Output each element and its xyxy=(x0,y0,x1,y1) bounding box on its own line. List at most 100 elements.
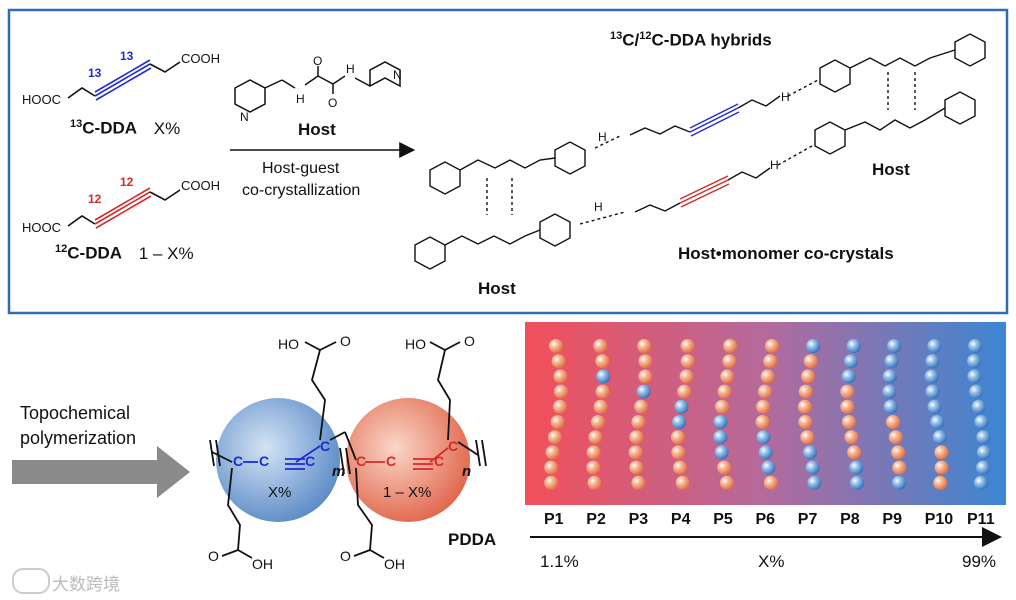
triple-bond-12c xyxy=(94,191,151,225)
sphere-12c xyxy=(553,369,568,384)
sphere-12c xyxy=(547,430,562,445)
column-label: P7 xyxy=(797,511,818,528)
monomer-13c-structure xyxy=(67,59,181,101)
sphere-13c xyxy=(967,369,982,384)
sphere-12c xyxy=(800,430,815,445)
sphere-12c xyxy=(680,339,695,353)
atom-n-host-1: N xyxy=(240,110,249,124)
isotope-mark-13-2: 13 xyxy=(120,49,134,63)
sphere-12c xyxy=(763,475,778,490)
watermark: 大数跨境 xyxy=(52,575,120,594)
cocrystal-structure xyxy=(414,33,986,270)
sphere-12c xyxy=(841,415,856,429)
sphere-12c xyxy=(840,384,855,399)
arrow-text-line2: co-crystallization xyxy=(242,182,361,199)
sphere-12c xyxy=(628,445,643,460)
chain-atom-4: C xyxy=(320,438,331,454)
sphere-13c xyxy=(807,475,822,490)
column-label: P3 xyxy=(628,511,649,528)
sphere-12c xyxy=(544,475,559,490)
sphere-12c xyxy=(634,399,649,414)
sphere-13c xyxy=(883,399,898,414)
sphere-13c xyxy=(713,415,728,429)
fraction-12c: 1 – X% xyxy=(138,243,194,263)
sphere-13c xyxy=(973,475,988,490)
sphere-13c xyxy=(805,460,820,475)
sphere-12c xyxy=(892,460,907,475)
sphere-13c xyxy=(674,399,689,414)
atom-o-host-1: O xyxy=(313,54,323,68)
atom-o-host-2: O xyxy=(328,96,338,110)
chain-atom-6: C xyxy=(386,453,397,469)
sphere-13c xyxy=(882,369,897,384)
sphere-13c xyxy=(887,339,902,353)
sphere-13c xyxy=(974,415,989,429)
acid-bottom-left: OH xyxy=(252,556,273,572)
axis-start-label: 1.1% xyxy=(540,552,579,571)
sphere-12c xyxy=(679,369,694,384)
hybrids-prefix-12: 12 xyxy=(639,30,652,42)
sphere-13c xyxy=(884,354,899,369)
sphere-13c xyxy=(927,339,942,353)
atom-o-bottom-left: O xyxy=(208,548,219,564)
sphere-12c xyxy=(719,475,734,490)
sphere-12c xyxy=(798,415,813,429)
label-13c-prefix: 13 xyxy=(70,118,83,130)
sphere-12c xyxy=(595,354,610,369)
sphere-12c xyxy=(720,369,735,384)
sphere-12c xyxy=(885,415,900,429)
axis-mid-label: X% xyxy=(758,552,785,571)
composition-gradient-panel xyxy=(525,322,1006,505)
sphere-13c xyxy=(849,460,864,475)
sphere-13c xyxy=(927,399,942,414)
sphere-13c xyxy=(882,384,897,399)
sphere-12c xyxy=(840,399,855,414)
sphere-13c xyxy=(596,369,611,384)
sphere-13c xyxy=(636,384,651,399)
sphere-12c xyxy=(844,430,859,445)
watermark-logo-icon xyxy=(12,568,50,594)
label-12c-dda: 12C-DDA 1 – X% xyxy=(55,243,194,264)
sphere-12c xyxy=(631,415,646,429)
acid-top-right: HO xyxy=(405,336,426,352)
sphere-12c xyxy=(715,399,730,414)
sphere-13c xyxy=(761,460,776,475)
sphere-13c xyxy=(976,445,991,460)
acid-bottom-right: OH xyxy=(384,556,405,572)
fraction-13c: X% xyxy=(153,118,181,138)
subscript-n: n xyxy=(462,463,472,480)
sphere-13c xyxy=(930,415,945,429)
polymer-name: PDDA xyxy=(448,530,497,549)
isotope-mark-12-1: 12 xyxy=(88,192,102,206)
polymer-right-fraction: 1 – X% xyxy=(383,484,432,501)
sphere-12c xyxy=(586,460,601,475)
sphere-12c xyxy=(934,460,949,475)
polymerization-text-line1: Topochemical xyxy=(20,403,131,423)
sphere-12c xyxy=(763,354,778,369)
sphere-13c xyxy=(714,445,729,460)
atom-o-top-right: O xyxy=(464,333,475,349)
atom-oh-upper: H xyxy=(781,90,790,104)
polymer-13c-circle xyxy=(216,398,340,522)
polymer-backbone xyxy=(209,341,487,559)
sphere-12c xyxy=(800,369,815,384)
sphere-12c xyxy=(545,445,560,460)
sphere-13c xyxy=(844,354,859,369)
atom-o-bottom-right: O xyxy=(340,548,351,564)
sphere-13c xyxy=(925,354,940,369)
sphere-13c xyxy=(806,339,821,353)
column-label: P4 xyxy=(670,511,691,528)
monomer-12c-structure xyxy=(67,187,181,229)
atom-oh-lower: H xyxy=(770,158,779,172)
column-label: P6 xyxy=(755,511,776,528)
acid-top-left: HO xyxy=(278,336,299,352)
axis-end-label: 99% xyxy=(962,552,997,571)
sphere-12c xyxy=(595,384,610,399)
sphere-13c xyxy=(969,384,984,399)
sphere-13c xyxy=(976,460,991,475)
sphere-12c xyxy=(553,384,568,399)
sphere-13c xyxy=(924,369,939,384)
sphere-12c xyxy=(638,369,653,384)
label-13c-main: C-DDA xyxy=(82,118,138,138)
sphere-12c xyxy=(551,354,566,369)
